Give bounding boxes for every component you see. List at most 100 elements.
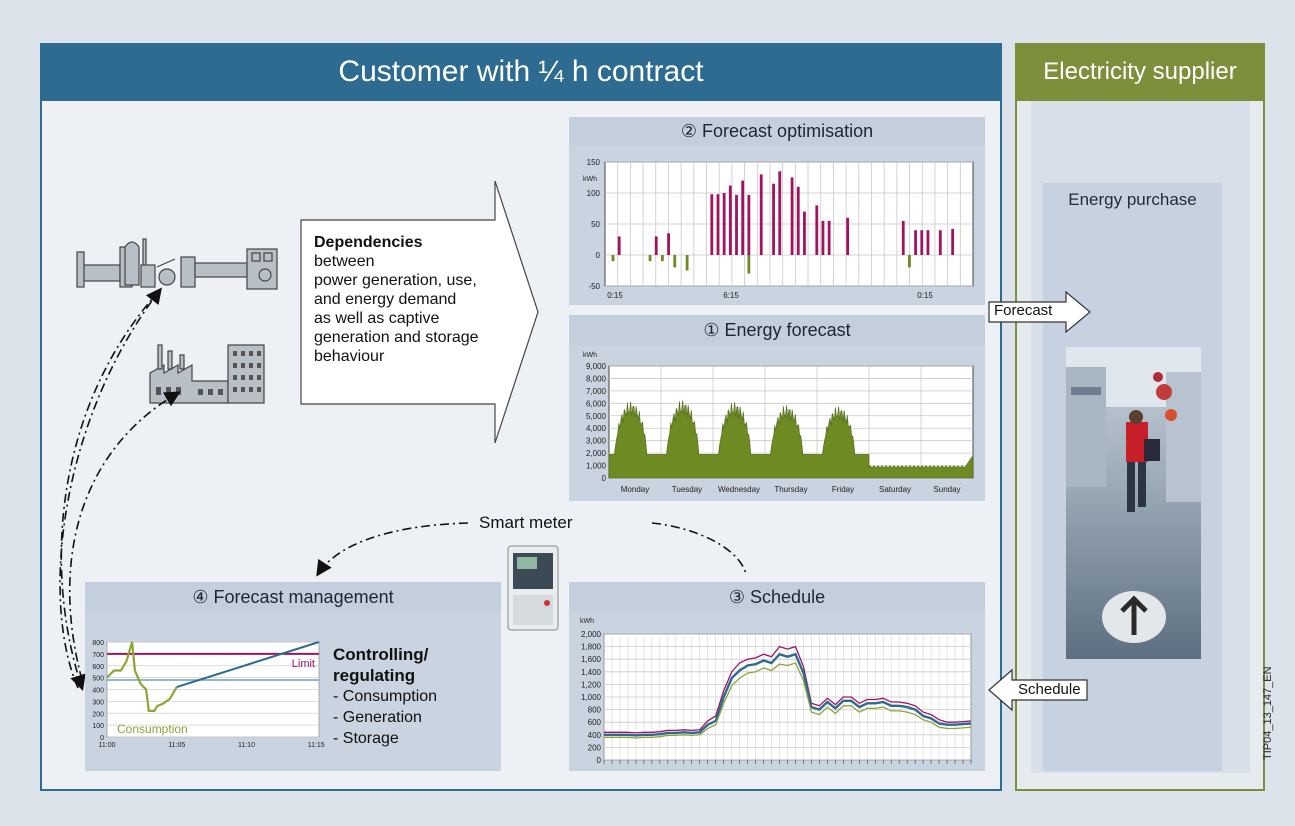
bar (710, 194, 714, 255)
bar (926, 230, 930, 255)
controlling-heading-2: regulating (333, 666, 416, 685)
y-tick-label: 5,000 (586, 412, 607, 421)
line-series (604, 652, 972, 737)
callout-line: power generation, use, (314, 272, 477, 289)
y-tick-label: 50 (591, 220, 600, 229)
y-tick-label: 6,000 (586, 399, 607, 408)
bar (827, 220, 831, 255)
line-series (106, 641, 178, 713)
x-tick-label: 11:10 (238, 742, 255, 749)
y-tick-label: 150 (587, 158, 601, 167)
bar (815, 205, 819, 255)
energy-forecast-chart: kWh01,0002,0003,0004,0005,0006,0007,0008… (583, 352, 974, 494)
bar (772, 183, 775, 255)
series-label: Consumption (117, 722, 188, 736)
x-tick-label: 11:00 (99, 742, 116, 749)
y-tick-label: 2,000 (586, 449, 607, 458)
y-tick-label: 1,800 (581, 643, 602, 652)
y-axis-label: kWh (583, 176, 597, 183)
x-tick-label: 11:05 (168, 742, 185, 749)
x-tick-label: 0:15 (917, 291, 933, 300)
supplier-title: Electricity supplier (1015, 43, 1265, 101)
smart-meter-device (507, 545, 559, 631)
bar (908, 255, 911, 268)
y-tick-label: 600 (92, 664, 104, 671)
forecast-arrow-label: Forecast (994, 302, 1053, 319)
controlling-item: - Generation (333, 709, 422, 726)
callout-line: and energy demand (314, 291, 457, 308)
y-tick-label: 200 (588, 743, 602, 752)
y-tick-label: 0 (100, 735, 104, 742)
bar (741, 180, 745, 255)
energy-forecast-title: ① Energy forecast (569, 315, 985, 345)
bar (796, 186, 800, 255)
bar (716, 194, 720, 255)
bar (735, 194, 738, 255)
y-tick-label: 3,000 (586, 437, 607, 446)
y-tick-label: 100 (92, 723, 104, 730)
limit-label: Limit (292, 658, 315, 670)
x-tick-label: Wednesday (718, 485, 760, 494)
customer-title: Customer with ¼ h contract (40, 43, 1002, 101)
y-tick-label: 700 (92, 652, 104, 659)
bar (667, 233, 670, 255)
y-tick-label: 1,400 (581, 668, 602, 677)
callout-line: between (314, 253, 375, 270)
x-tick-label: Sunday (933, 485, 960, 494)
bar (722, 193, 726, 255)
y-tick-label: 800 (588, 706, 602, 715)
area-series (608, 400, 974, 479)
x-tick-label: Monday (621, 485, 649, 494)
bar (661, 255, 664, 262)
y-tick-label: 1,000 (581, 693, 602, 702)
schedule-title: ③ Schedule (569, 582, 985, 612)
callout-line: as well as captive (314, 310, 440, 327)
callout-line: generation and storage (314, 329, 479, 346)
y-tick-label: 600 (588, 718, 602, 727)
y-tick-label: 4,000 (586, 424, 607, 433)
y-tick-label: 300 (92, 699, 104, 706)
bar (951, 228, 955, 255)
y-tick-label: 500 (92, 676, 104, 683)
bar (759, 174, 763, 255)
callout-heading: Dependencies (314, 234, 423, 251)
y-tick-label: 0 (596, 251, 601, 260)
forecast-arrow (988, 290, 1091, 334)
bar (747, 255, 751, 274)
bar (728, 185, 732, 255)
y-tick-label: 400 (92, 688, 104, 695)
bar (938, 230, 942, 255)
x-tick-label: 0:15 (607, 291, 623, 300)
x-tick-label: Tuesday (672, 485, 702, 494)
figure-code: TIP04_13_147_EN (1262, 666, 1274, 760)
y-tick-label: 1,600 (581, 655, 602, 664)
x-tick-label: Saturday (879, 485, 911, 494)
line-series (604, 645, 972, 734)
y-axis-label: kWh (583, 352, 597, 359)
x-tick-label: Thursday (774, 485, 807, 494)
line-series (604, 662, 972, 739)
bar (617, 236, 621, 255)
bar (821, 220, 825, 255)
bar (611, 255, 615, 262)
x-tick-label: 11:15 (308, 742, 325, 749)
bar (901, 220, 905, 255)
schedule-arrow (988, 668, 1088, 712)
y-tick-label: 100 (587, 189, 601, 198)
y-tick-label: 8,000 (586, 374, 607, 383)
y-tick-label: 2,000 (581, 630, 602, 639)
forecast-optimisation-title: ② Forecast optimisation (569, 117, 985, 145)
x-tick-label: Friday (832, 485, 854, 494)
y-tick-label: 1,000 (586, 462, 607, 471)
y-tick-label: 0 (602, 474, 607, 483)
y-tick-label: 9,000 (586, 362, 607, 371)
shopping-photo (1066, 347, 1201, 659)
dependencies-arrow (300, 180, 539, 444)
y-axis-label: kWh (580, 618, 594, 625)
y-tick-label: 1,200 (581, 680, 602, 689)
forecast-management-title: ④ Forecast management (85, 582, 501, 612)
bar (914, 230, 917, 255)
